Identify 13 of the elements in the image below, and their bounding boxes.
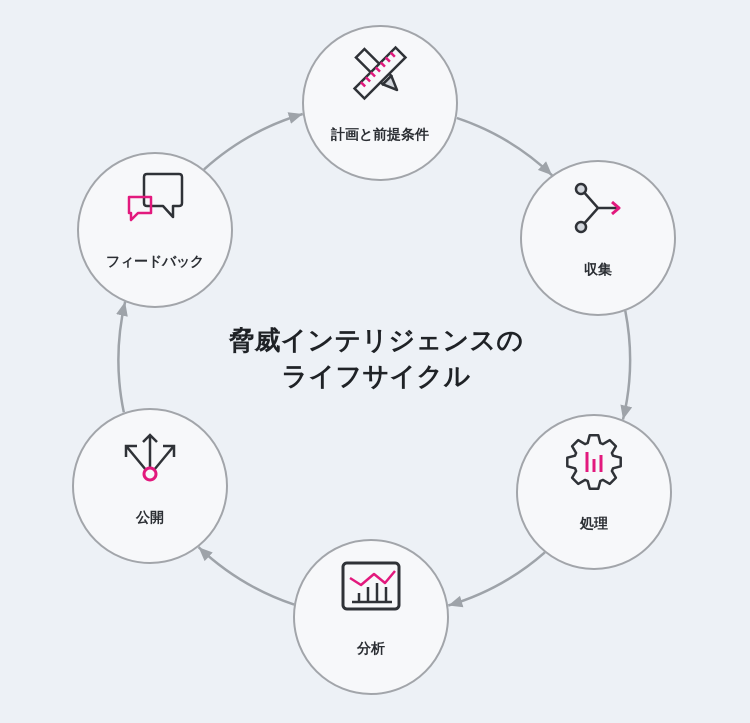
step-label: フィードバック	[106, 252, 204, 270]
step-label: 計画と前提条件	[331, 124, 429, 142]
arrow	[203, 112, 304, 170]
arrow	[116, 302, 129, 412]
diagram-title: 脅威インテリジェンスのライフサイクル	[228, 324, 524, 393]
arrow	[448, 551, 546, 607]
step-label: 分析	[357, 638, 385, 656]
arrow	[456, 116, 553, 176]
step-label: 収集	[584, 260, 612, 278]
step-label: 公開	[136, 508, 164, 526]
arrow	[620, 310, 632, 420]
arrow	[198, 546, 295, 606]
step-label: 処理	[580, 514, 608, 532]
